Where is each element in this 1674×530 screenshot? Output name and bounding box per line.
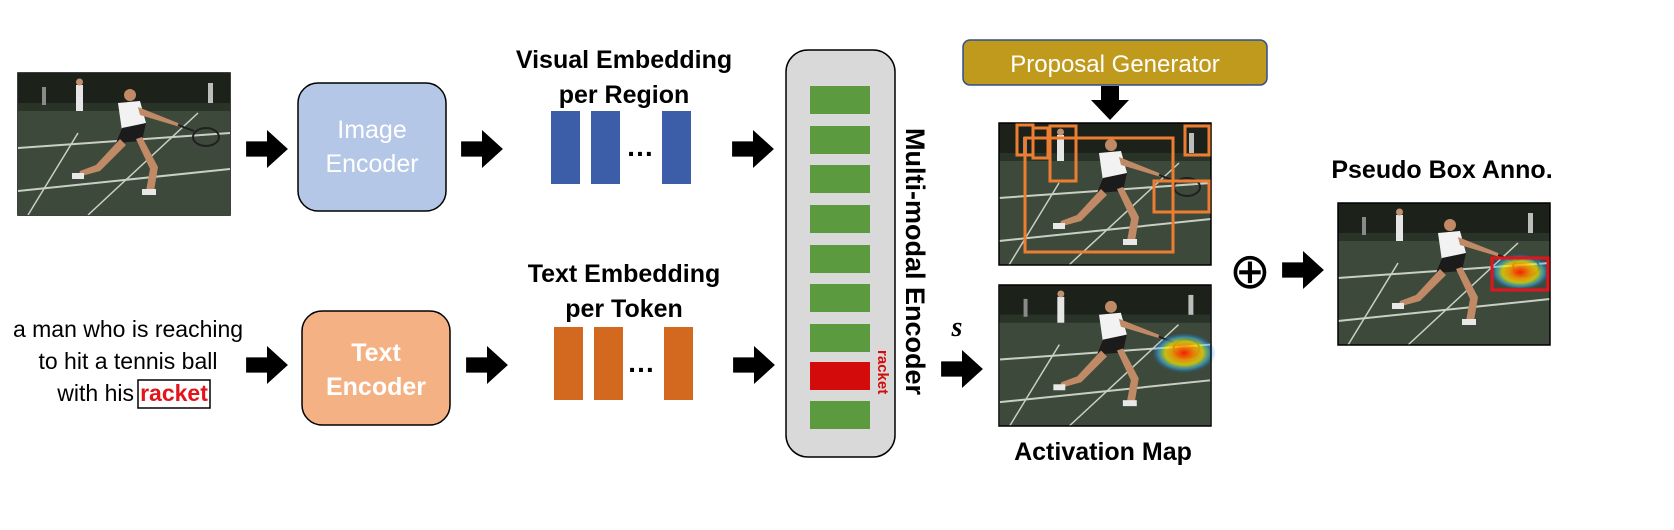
- proposal-box: [1183, 124, 1211, 157]
- proposal-image-frame: [998, 122, 1212, 266]
- visual-embedding-bar: [591, 111, 620, 184]
- visual-embedding-title-2: per Region: [559, 81, 690, 109]
- text-embedding-bar: [554, 327, 583, 400]
- token-green: [810, 126, 870, 154]
- proposal-box: [1031, 126, 1050, 160]
- visual-embedding-title-1: Visual Embedding: [516, 46, 732, 74]
- text-encoder-box: [301, 310, 451, 426]
- proposal-box: [1023, 136, 1175, 254]
- activation-image-frame: [998, 284, 1212, 427]
- arrow-right-icon: [466, 346, 508, 384]
- token-green: [810, 205, 870, 233]
- proposal-boxes: [1015, 123, 1211, 254]
- text-encoder-label-2: Encoder: [326, 373, 426, 401]
- proposal-box: [1152, 179, 1211, 214]
- visual-embedding-bar: [551, 111, 580, 184]
- text-embedding-title-2: per Token: [565, 295, 683, 323]
- token-green: [810, 324, 870, 352]
- highlight-word-box: [137, 379, 211, 409]
- pseudo-box-label: Pseudo Box Anno.: [1331, 156, 1552, 184]
- pseudo-box-heatmap: [1490, 254, 1550, 290]
- proposal-generator-label: Proposal Generator: [1010, 51, 1219, 78]
- caption-line-3: with his: [56, 380, 134, 406]
- token-green: [810, 401, 870, 429]
- arrow-right-icon: [246, 130, 288, 168]
- pseudo-box: [1490, 256, 1550, 292]
- multimodal-encoder-label: Multi-modal Encoder: [900, 128, 930, 396]
- image-encoder-box: [297, 82, 447, 212]
- caption-line-1: a man who is reaching: [13, 316, 243, 342]
- proposal-generator-box: [962, 39, 1268, 86]
- proposal-box: [1048, 124, 1078, 183]
- score-symbol: s: [951, 312, 963, 343]
- token-red: [810, 362, 870, 390]
- caption-line-2: to hit a tennis ball: [38, 348, 217, 374]
- text-embedding-ellipsis: …: [627, 347, 655, 378]
- input-image: [18, 73, 230, 215]
- token-green: [810, 86, 870, 114]
- arrow-right-icon: [1282, 251, 1324, 289]
- text-embedding-title-1: Text Embedding: [528, 260, 721, 288]
- arrow-right-icon: [461, 130, 503, 168]
- visual-embedding-ellipsis: …: [626, 131, 654, 162]
- image-encoder-label-1: Image: [337, 116, 406, 144]
- token-green: [810, 245, 870, 273]
- plus-icon: ⊕: [1229, 243, 1271, 299]
- token-green: [810, 284, 870, 312]
- text-encoder-label-1: Text: [351, 339, 401, 367]
- token-label: racket: [874, 350, 891, 394]
- token-stack: [810, 86, 870, 429]
- activation-map-label: Activation Map: [1014, 438, 1192, 466]
- arrow-right-icon: [941, 350, 983, 388]
- text-embedding-bar: [594, 327, 623, 400]
- image-encoder-label-2: Encoder: [325, 150, 418, 178]
- activation-heatmap: [1152, 333, 1216, 373]
- arrow-right-icon: [733, 346, 775, 384]
- arrow-right-icon: [732, 130, 774, 168]
- proposal-image: [999, 123, 1211, 265]
- highlight-word: racket: [140, 380, 208, 406]
- arrow-right-icon: [246, 346, 288, 384]
- arrow-down-icon: [1091, 86, 1129, 120]
- visual-embedding-bar: [662, 111, 691, 184]
- token-green: [810, 165, 870, 193]
- text-embedding-bar: [664, 327, 693, 400]
- pseudo-box-image-frame: [1337, 202, 1551, 346]
